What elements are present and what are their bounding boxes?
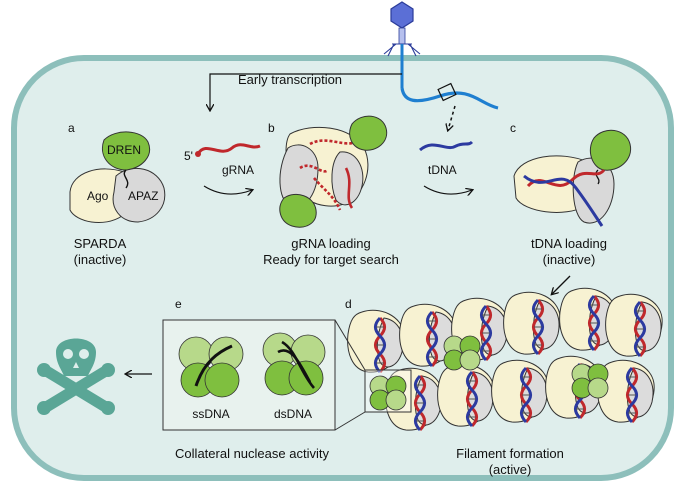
arrow-c-to-d bbox=[552, 275, 571, 294]
ssdna-nuclease bbox=[178, 336, 244, 398]
tdna-strand bbox=[419, 140, 474, 152]
sparda-complex bbox=[69, 131, 166, 224]
panel-a-label: a bbox=[68, 121, 75, 135]
ago-label: Ago bbox=[87, 189, 109, 203]
ready-search-label: Ready for target search bbox=[263, 252, 399, 267]
early-transcription-label: Early transcription bbox=[238, 72, 342, 87]
grna-5prime-dot bbox=[195, 151, 201, 157]
collateral-label: Collateral nuclease activity bbox=[175, 446, 329, 461]
early-transcription-arrow bbox=[210, 73, 402, 110]
target-region-box bbox=[437, 82, 457, 102]
grna-loading-label: gRNA loading bbox=[291, 236, 371, 251]
apaz-label: APAZ bbox=[128, 189, 158, 203]
skull-crossbones-icon bbox=[37, 338, 115, 415]
sparda-label: SPARDA bbox=[74, 236, 127, 251]
tdna-label: tDNA bbox=[428, 163, 457, 177]
grna-label: gRNA bbox=[222, 163, 254, 177]
tdna-loading-label: tDNA loading bbox=[531, 236, 607, 251]
tdna-release-arrow bbox=[448, 105, 456, 130]
panel-c-label: c bbox=[510, 121, 516, 135]
grna-loaded-complex bbox=[279, 115, 388, 228]
panel-d-label: d bbox=[345, 297, 352, 311]
dsdna-nuclease bbox=[262, 332, 326, 396]
bacteriophage-icon bbox=[383, 1, 421, 88]
dsdna-label: dsDNA bbox=[274, 407, 312, 421]
filament-state-label: (active) bbox=[489, 462, 532, 477]
sparda-state-label: (inactive) bbox=[74, 252, 127, 267]
filament-label: Filament formation bbox=[456, 446, 564, 461]
tdna-state-label: (inactive) bbox=[543, 252, 596, 267]
panel-e-label: e bbox=[175, 297, 182, 311]
arrow-b-to-c bbox=[423, 185, 472, 194]
filament-assembly bbox=[334, 287, 663, 432]
tdna-loaded-complex bbox=[513, 129, 632, 227]
panel-b-label: b bbox=[268, 121, 275, 135]
dren-label: DREN bbox=[107, 143, 141, 157]
phage-dna bbox=[400, 87, 499, 110]
ssdna-label: ssDNA bbox=[192, 407, 229, 421]
arrow-a-to-b bbox=[203, 185, 252, 194]
five-prime-label: 5' bbox=[184, 149, 193, 163]
grna-strand bbox=[196, 143, 261, 155]
